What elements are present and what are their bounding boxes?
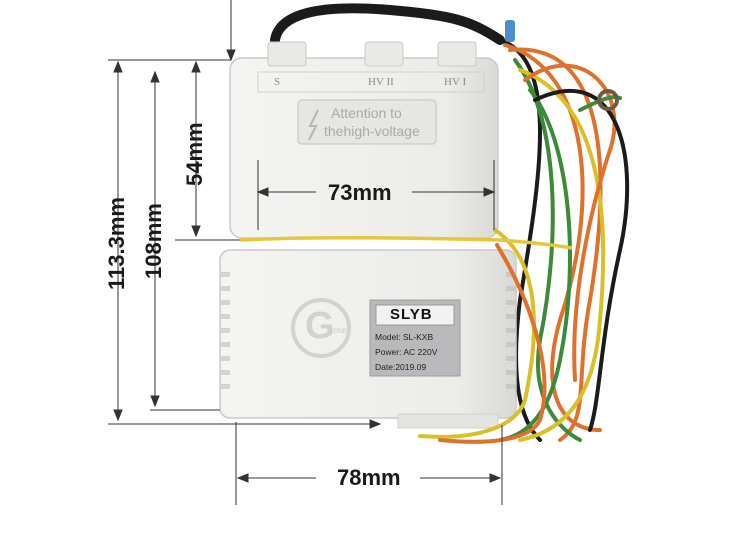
dimension-lines bbox=[108, 0, 503, 505]
blue-connector bbox=[505, 20, 515, 42]
vent-slots-right bbox=[506, 272, 516, 389]
dimension-height-main: 108mm bbox=[141, 203, 166, 279]
wire-bundle-front bbox=[418, 228, 547, 444]
wire-bundle-back bbox=[498, 38, 630, 442]
dimension-width-bottom: 78mm bbox=[337, 465, 401, 490]
s-terminal-label: S bbox=[274, 76, 281, 88]
brand-logo-letter: G bbox=[305, 305, 335, 347]
label-date: Date:2019.09 bbox=[375, 362, 427, 372]
label-model: Model: SL-KXB bbox=[375, 332, 434, 342]
label-power: Power: AC 220V bbox=[375, 347, 438, 357]
black-cable bbox=[270, 3, 505, 45]
dimension-height-top: 54mm bbox=[182, 122, 207, 186]
warning-plate bbox=[297, 99, 437, 145]
hv2-terminal-label: HV II bbox=[368, 76, 394, 88]
bottom-housing bbox=[219, 249, 517, 419]
brand-logo-small-text: ZONE bbox=[330, 329, 347, 335]
dimension-width-top: 73mm bbox=[328, 180, 392, 205]
product-label-brand-box bbox=[375, 304, 455, 326]
hv1-terminal-post bbox=[437, 41, 477, 67]
s-terminal-post bbox=[267, 41, 307, 67]
ring-terminal bbox=[597, 89, 619, 111]
hv1-terminal-label: HV I bbox=[444, 76, 467, 88]
vent-slots-left bbox=[220, 272, 230, 389]
warning-line-2: thehigh-voltage bbox=[324, 123, 420, 139]
brand-logo-ring bbox=[291, 298, 351, 358]
label-brand: SLYB bbox=[390, 306, 433, 323]
warning-line-1: Attention to bbox=[331, 105, 402, 121]
lightning-icon bbox=[308, 109, 319, 141]
dimension-height-total: 113.3mm bbox=[104, 197, 129, 290]
bottom-housing-foot bbox=[397, 413, 499, 429]
rubber-band bbox=[239, 235, 573, 250]
hv2-terminal-post bbox=[364, 41, 404, 67]
terminal-strip bbox=[257, 71, 485, 93]
